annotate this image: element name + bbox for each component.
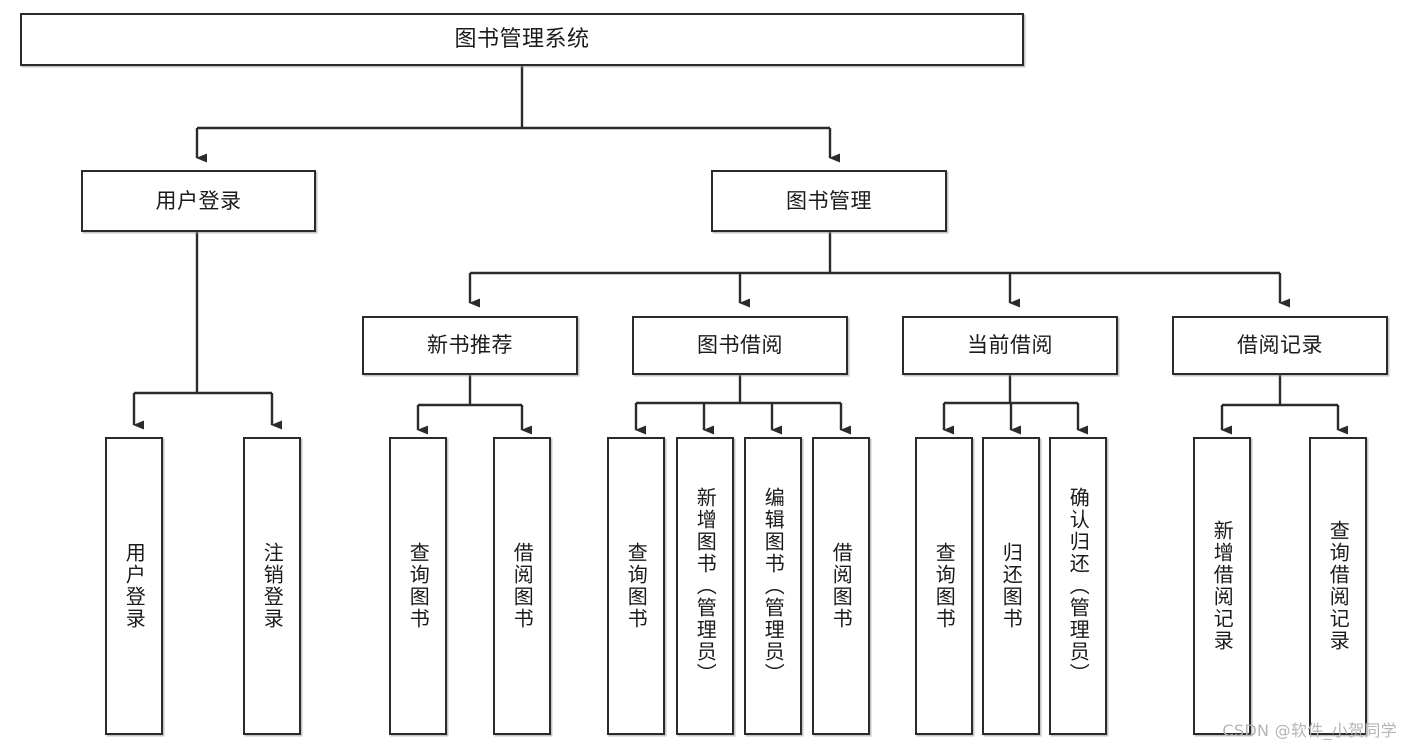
leaf-book-borrow-borrow-book[interactable]: 借阅图书 <box>812 437 870 735</box>
node-label: 当前借阅 <box>967 333 1053 358</box>
leaf-current-borrow-confirm-return-admin[interactable]: 确认归还（管理员） <box>1049 437 1107 735</box>
node-new-book-recommend[interactable]: 新书推荐 <box>362 316 578 375</box>
node-label: 新书推荐 <box>427 333 513 358</box>
leaf-new-book-borrow-book[interactable]: 借阅图书 <box>493 437 551 735</box>
csdn-watermark: CSDN @软件_小贺同学 <box>1222 721 1397 740</box>
node-borrow-record[interactable]: 借阅记录 <box>1172 316 1388 375</box>
node-label: 借阅图书 <box>829 542 854 630</box>
node-label: 确认归还（管理员） <box>1066 487 1091 685</box>
node-label: 借阅图书 <box>510 542 535 630</box>
node-label: 图书管理 <box>786 188 872 213</box>
leaf-book-borrow-add-book-admin[interactable]: 新增图书（管理员） <box>676 437 734 735</box>
node-root-book-management-system[interactable]: 图书管理系统 <box>20 13 1024 66</box>
leaf-book-borrow-edit-book-admin[interactable]: 编辑图书（管理员） <box>744 437 802 735</box>
leaf-book-borrow-query-book[interactable]: 查询图书 <box>607 437 665 735</box>
node-label: 归还图书 <box>999 542 1024 630</box>
node-book-management[interactable]: 图书管理 <box>711 170 947 232</box>
node-label: 新增图书（管理员） <box>693 487 718 685</box>
leaf-user-login-login[interactable]: 用户登录 <box>105 437 163 735</box>
leaf-borrow-record-query-record[interactable]: 查询借阅记录 <box>1309 437 1367 735</box>
leaf-current-borrow-return-book[interactable]: 归还图书 <box>982 437 1040 735</box>
leaf-borrow-record-add-record[interactable]: 新增借阅记录 <box>1193 437 1251 735</box>
node-book-borrow[interactable]: 图书借阅 <box>632 316 848 375</box>
node-label: 借阅记录 <box>1237 333 1323 358</box>
node-label: 查询借阅记录 <box>1326 520 1351 652</box>
node-label: 编辑图书（管理员） <box>761 487 786 685</box>
node-label: 新增借阅记录 <box>1210 520 1235 652</box>
node-label: 注销登录 <box>260 542 285 630</box>
node-label: 用户登录 <box>122 542 147 630</box>
node-label: 用户登录 <box>155 188 242 213</box>
node-label: 查询图书 <box>932 542 957 630</box>
node-label: 查询图书 <box>406 542 431 630</box>
node-label: 图书管理系统 <box>454 26 590 52</box>
node-current-borrow[interactable]: 当前借阅 <box>902 316 1118 375</box>
node-label: 图书借阅 <box>697 333 783 358</box>
node-label: 查询图书 <box>624 542 649 630</box>
node-user-login[interactable]: 用户登录 <box>81 170 316 232</box>
leaf-current-borrow-query-book[interactable]: 查询图书 <box>915 437 973 735</box>
leaf-user-login-logout[interactable]: 注销登录 <box>243 437 301 735</box>
leaf-new-book-query-book[interactable]: 查询图书 <box>389 437 447 735</box>
